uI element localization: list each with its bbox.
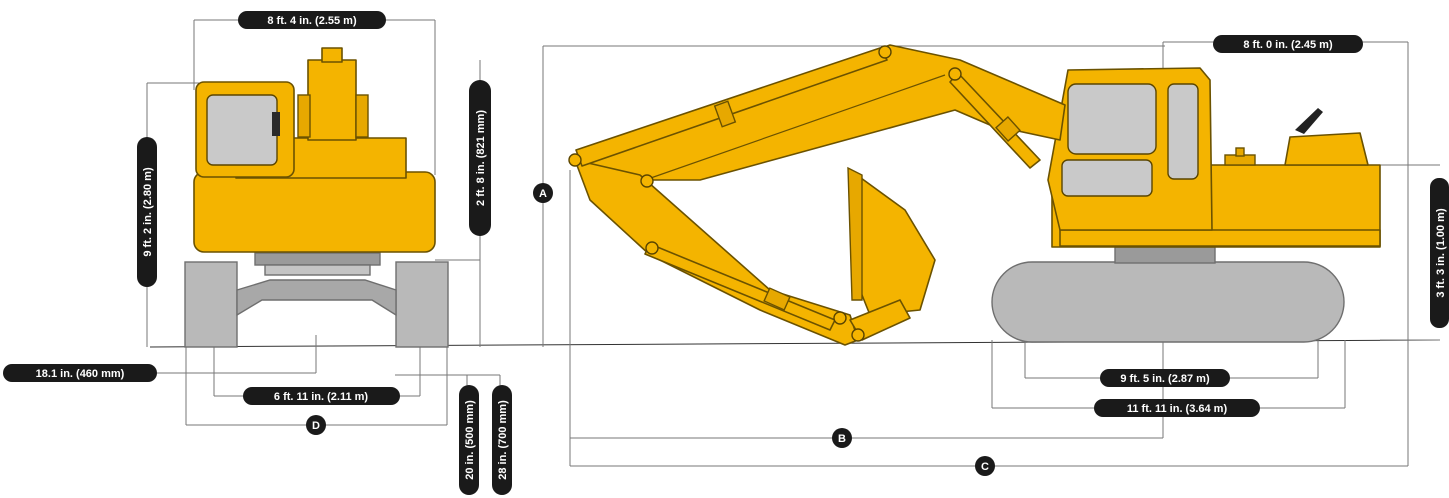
front-view-excavator	[184, 47, 449, 348]
dimension-label-shoe-width-500: 20 in. (500 mm)	[459, 385, 479, 495]
svg-text:6 ft. 11 in. (2.11 m): 6 ft. 11 in. (2.11 m)	[274, 391, 368, 403]
dimension-label-track-gauge: 6 ft. 11 in. (2.11 m)	[243, 387, 400, 405]
marker-c: C	[975, 456, 995, 476]
svg-text:A: A	[539, 188, 547, 200]
dimension-label-tumbler-distance: 9 ft. 5 in. (2.87 m)	[1100, 369, 1230, 387]
dimension-label-deck-height: 3 ft. 3 in. (1.00 m)	[1430, 178, 1449, 328]
svg-text:B: B	[838, 433, 846, 445]
svg-text:9 ft. 5 in. (2.87 m): 9 ft. 5 in. (2.87 m)	[1120, 373, 1210, 385]
dimension-label-shoe-width-700: 28 in. (700 mm)	[492, 385, 512, 495]
svg-text:9 ft. 2 in. (2.80 m): 9 ft. 2 in. (2.80 m)	[142, 167, 154, 257]
dimension-label-tail-radius: 8 ft. 0 in. (2.45 m)	[1213, 35, 1363, 53]
svg-text:2 ft. 8 in. (821 mm): 2 ft. 8 in. (821 mm)	[475, 110, 487, 206]
svg-text:20 in. (500 mm): 20 in. (500 mm)	[464, 400, 476, 480]
svg-text:8 ft. 0 in. (2.45 m): 8 ft. 0 in. (2.45 m)	[1243, 39, 1333, 51]
dimension-label-front-width: 8 ft. 4 in. (2.55 m)	[238, 11, 386, 29]
svg-text:11 ft. 11 in. (3.64 m): 11 ft. 11 in. (3.64 m)	[1127, 403, 1228, 415]
svg-text:3 ft. 3 in. (1.00 m): 3 ft. 3 in. (1.00 m)	[1435, 208, 1447, 298]
side-view-excavator	[568, 44, 1381, 346]
dimension-label-ground-clearance: 18.1 in. (460 mm)	[3, 364, 157, 382]
marker-d: D	[306, 415, 326, 435]
dimension-label-track-length: 11 ft. 11 in. (3.64 m)	[1094, 399, 1260, 417]
marker-a: A	[533, 183, 553, 203]
svg-text:8 ft. 4 in. (2.55 m): 8 ft. 4 in. (2.55 m)	[267, 15, 357, 27]
dimension-label-front-height: 9 ft. 2 in. (2.80 m)	[137, 137, 157, 287]
svg-text:18.1 in. (460 mm): 18.1 in. (460 mm)	[36, 368, 125, 380]
marker-b: B	[832, 428, 852, 448]
svg-text:28 in. (700 mm): 28 in. (700 mm)	[497, 400, 509, 480]
svg-text:D: D	[312, 420, 320, 432]
dimension-label-counterweight-height: 2 ft. 8 in. (821 mm)	[469, 80, 491, 236]
svg-text:C: C	[981, 461, 989, 473]
